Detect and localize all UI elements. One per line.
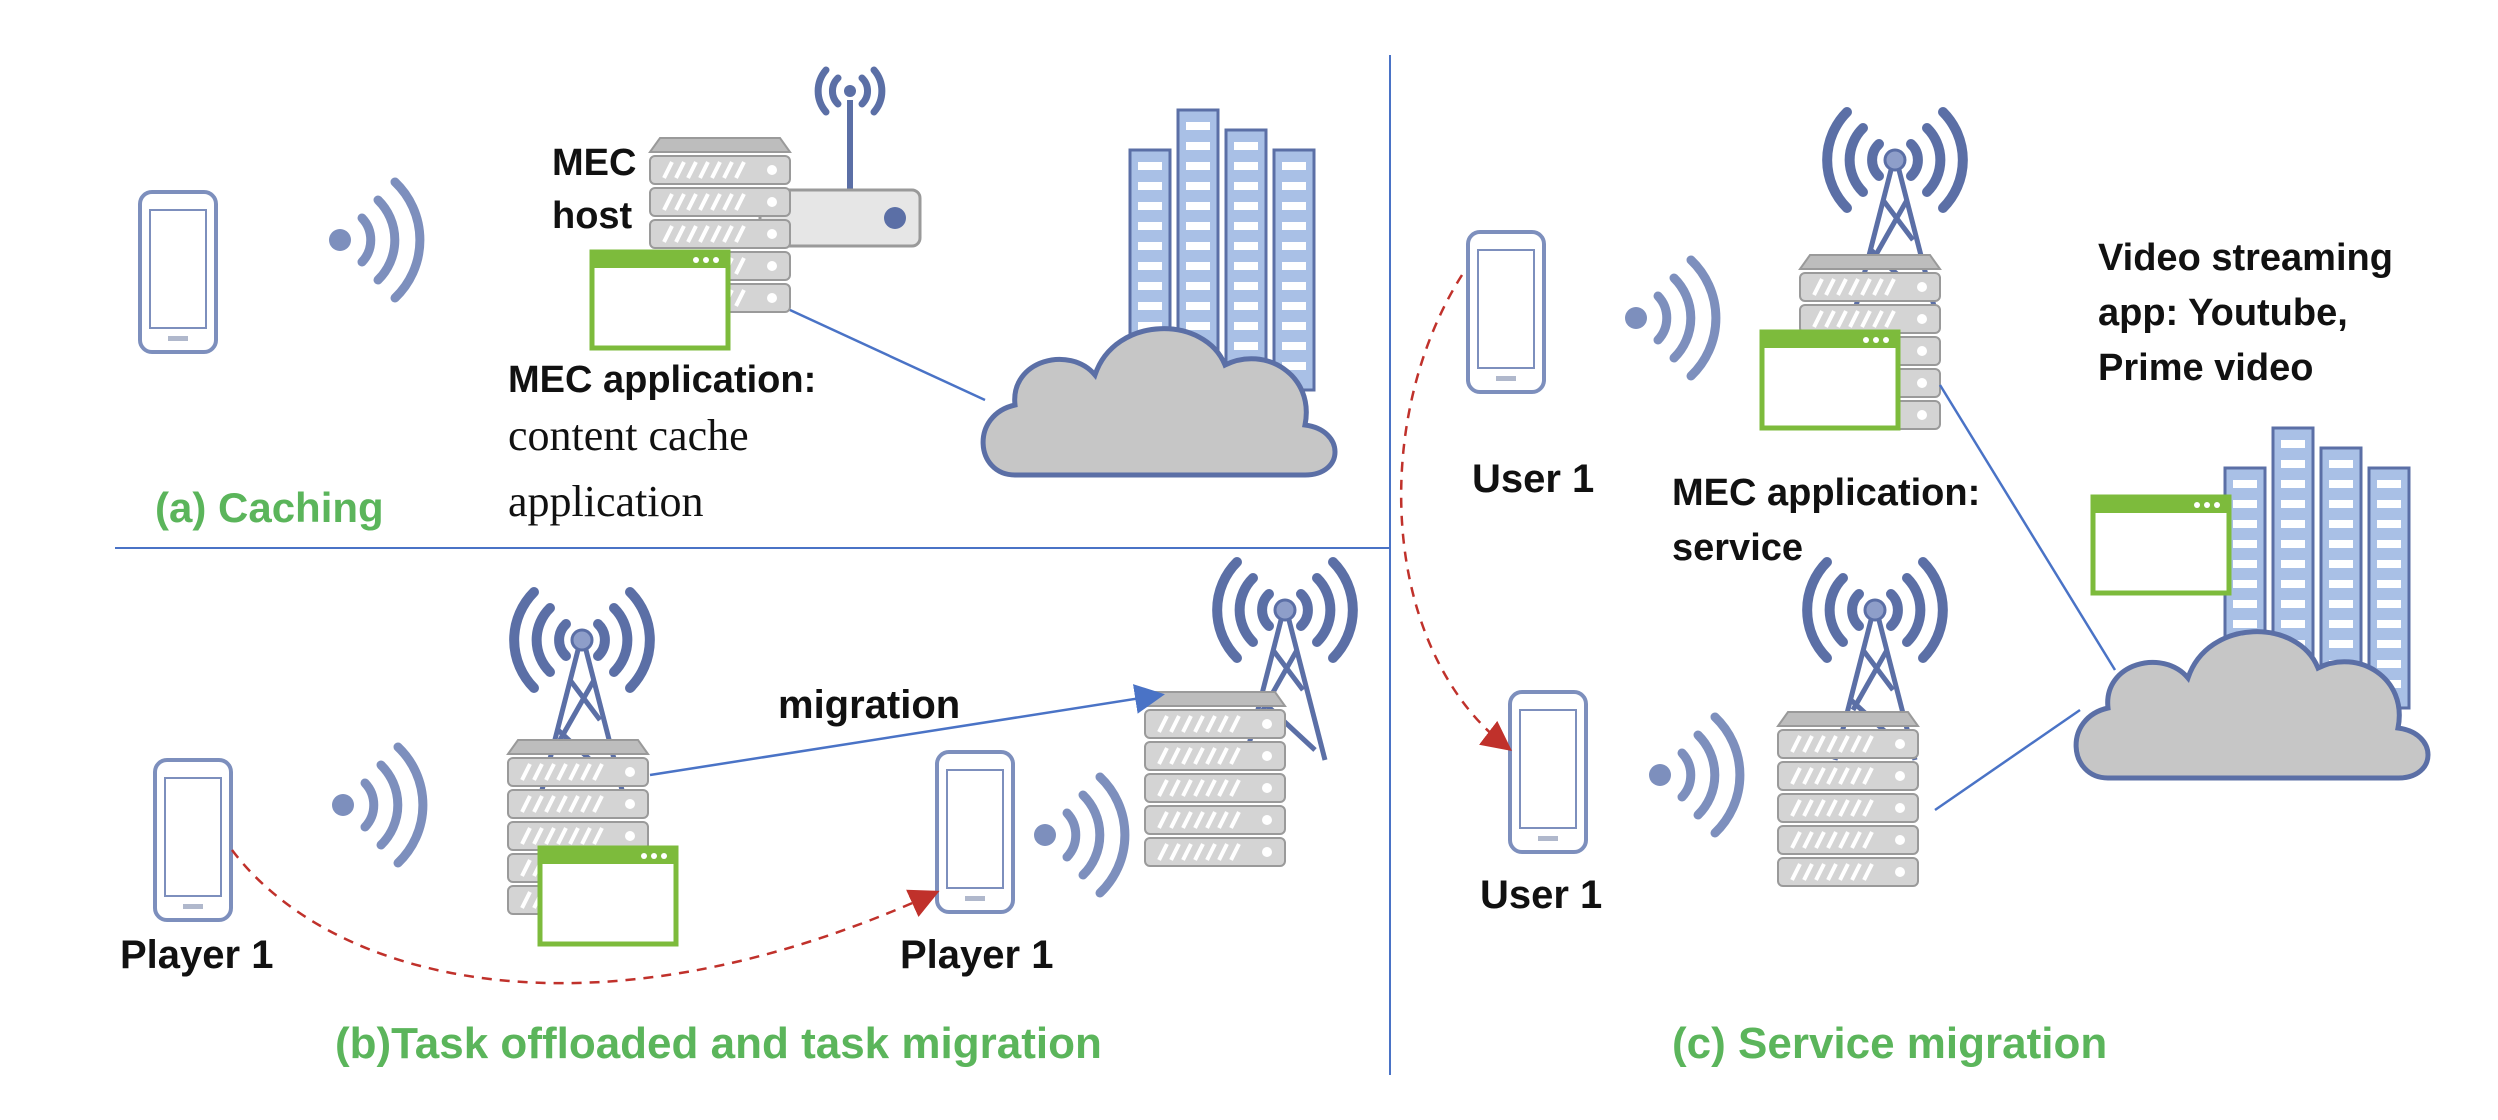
caption-b: (b)Task offloaded and task migration (335, 1019, 1102, 1068)
video-app-label-line1: Video streaming (2098, 237, 2393, 279)
mec-application-window-icon (592, 252, 728, 348)
video-app-label-line2: app: Youtube, (2098, 292, 2348, 334)
migration-label: migration (778, 683, 960, 727)
caption-a: (a) Caching (155, 484, 384, 531)
panel-b-task-migration: migration Player 1 Player 1 (b)Task offl… (120, 562, 1353, 1068)
caption-c: (c) Service migration (1672, 1019, 2107, 1068)
user-label-bottom: User 1 (1480, 873, 1602, 917)
video-app-label-line3: Prime video (2098, 347, 2313, 389)
router-icon (758, 66, 922, 248)
edge-server-icon (1145, 692, 1285, 866)
smartphone-icon (1508, 690, 1588, 854)
mec-host-label-line2: host (552, 195, 633, 237)
migration-arrow (649, 684, 1165, 777)
mec-application-desc: service (1672, 527, 1803, 569)
host-cloud-link (789, 308, 986, 402)
mec-application-title: MEC application: (508, 359, 816, 401)
edge-cloud-link-top (1938, 384, 2117, 671)
user-movement-arrow (1400, 274, 1512, 752)
panel-a-caching: MEC host MEC application: content cache … (138, 66, 1335, 531)
player-movement-arrow (231, 849, 940, 985)
wifi-signal-icon (332, 747, 423, 863)
player-label-right: Player 1 (900, 933, 1053, 977)
wifi-signal-icon (329, 182, 420, 298)
mec-application-window-icon (1762, 332, 1898, 428)
smartphone-icon (153, 758, 233, 922)
mec-host-label-line1: MEC (552, 142, 636, 184)
mec-application-desc-line1: content cache (508, 411, 749, 460)
mec-application-title: MEC application: (1672, 472, 1980, 514)
wifi-signal-icon (1649, 717, 1740, 833)
smartphone-icon (1466, 230, 1546, 394)
mec-application-window-icon (540, 848, 676, 944)
mec-application-desc-line2: application (508, 477, 704, 526)
wifi-signal-icon (1034, 777, 1125, 893)
video-app-window-icon (2093, 497, 2229, 593)
player-label-left: Player 1 (120, 933, 273, 977)
smartphone-icon (138, 190, 218, 354)
edge-cloud-link-bottom (1934, 708, 2081, 812)
user-label-top: User 1 (1472, 457, 1594, 501)
wifi-signal-icon (1625, 260, 1716, 376)
panel-c-service-migration: User 1 User 1 MEC application: service V… (1400, 112, 2428, 1068)
edge-server-icon (1778, 712, 1918, 886)
smartphone-icon (935, 750, 1015, 914)
